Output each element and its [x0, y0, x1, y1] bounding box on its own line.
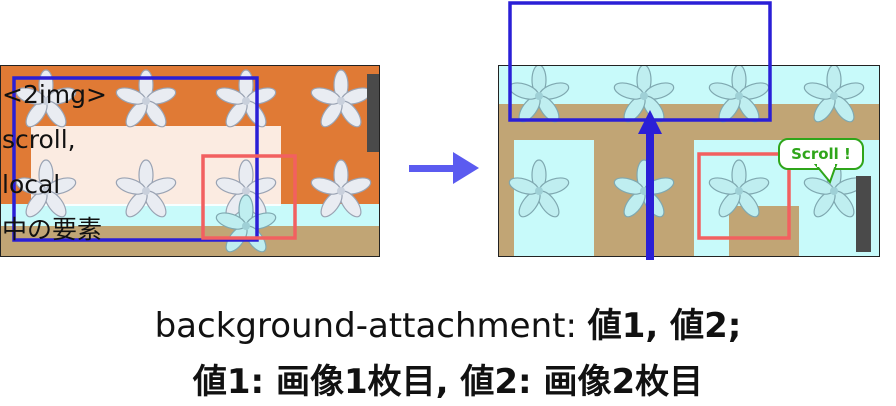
bubble-tail-icon — [814, 164, 838, 185]
text-line-1: <2img> — [2, 80, 107, 109]
caption-line-1: background-attachment: 値1, 値2; — [0, 298, 896, 347]
scrollbar[interactable] — [367, 74, 379, 152]
scroll-bubble-text: Scroll ! — [791, 145, 851, 163]
red-frame — [201, 154, 297, 240]
left-panel-text: <2img> scroll, local 中の要素 — [2, 72, 107, 252]
blue-frame-right — [508, 1, 772, 122]
up-arrow-icon — [638, 110, 662, 260]
red-frame — [697, 152, 791, 240]
caption-line-2: 値1: 画像1枚目, 値2: 画像2枚目 — [0, 354, 896, 403]
text-line-3: local — [2, 170, 61, 199]
caption-line-1-prefix: background-attachment: — [154, 306, 588, 346]
text-line-4: 中の要素 — [2, 215, 103, 244]
caption-line-1-values: 値1, 値2; — [587, 306, 742, 346]
blue-frame — [12, 76, 259, 242]
scrollbar[interactable] — [856, 176, 871, 252]
left-panel-background — [1, 66, 379, 256]
left-panel — [0, 65, 380, 257]
right-arrow-icon — [409, 152, 479, 184]
text-line-2: scroll, — [2, 125, 76, 154]
caption-line-2-text: 値1: 画像1枚目, 値2: 画像2枚目 — [192, 362, 704, 402]
